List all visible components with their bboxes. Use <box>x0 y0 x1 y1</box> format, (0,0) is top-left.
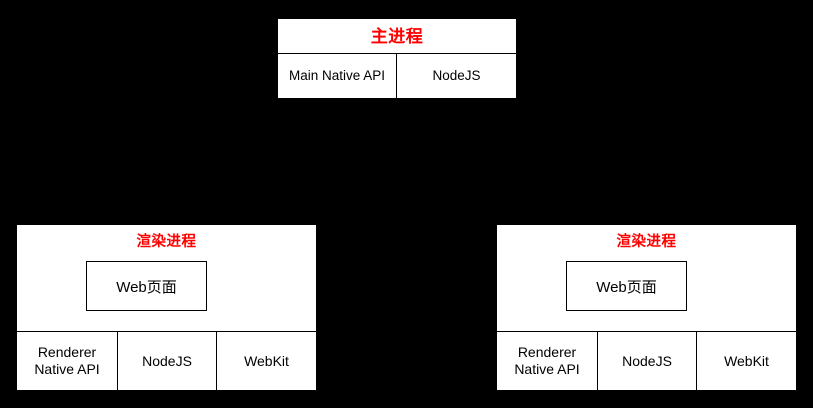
module-right-renderer-native-api-label: Renderer Native API <box>514 344 579 377</box>
renderer-process-box-left: 渲染进程 Web页面 Renderer Native API NodeJS We… <box>16 224 317 391</box>
renderer-right-module-row: Renderer Native API NodeJS WebKit <box>497 332 796 390</box>
module-left-nodejs-label: NodeJS <box>142 352 192 369</box>
module-left-renderer-native-api: Renderer Native API <box>17 332 117 390</box>
module-left-webkit: WebKit <box>216 332 316 390</box>
renderer-left-webpage-box: Web页面 <box>86 261 207 311</box>
renderer-right-webpage-label: Web页面 <box>596 278 657 296</box>
renderer-left-title: 渲染进程 <box>136 234 197 250</box>
main-process-box: 主进程 Main Native API NodeJS <box>277 18 517 99</box>
renderer-left-module-row: Renderer Native API NodeJS WebKit <box>17 332 316 390</box>
main-process-module-row: Main Native API NodeJS <box>278 54 516 98</box>
module-right-webkit-label: WebKit <box>724 352 769 369</box>
module-right-nodejs: NodeJS <box>597 332 696 390</box>
renderer-left-upper-section: 渲染进程 Web页面 <box>17 225 316 332</box>
renderer-right-upper-section: 渲染进程 Web页面 <box>497 225 796 332</box>
module-right-renderer-native-api-line2: Native API <box>514 361 580 377</box>
module-left-renderer-native-api-label: Renderer Native API <box>34 344 99 377</box>
renderer-right-title: 渲染进程 <box>616 234 677 250</box>
module-main-nodejs-label: NodeJS <box>432 68 481 84</box>
renderer-process-box-right: 渲染进程 Web页面 Renderer Native API NodeJS We… <box>496 224 797 391</box>
module-right-webkit: WebKit <box>696 332 796 390</box>
module-right-renderer-native-api: Renderer Native API <box>497 332 597 390</box>
renderer-left-webpage-label: Web页面 <box>116 278 177 296</box>
module-main-nodejs: NodeJS <box>396 54 516 98</box>
module-right-renderer-native-api-line1: Renderer <box>517 344 577 361</box>
module-main-native-api-label: Main Native API <box>288 68 386 84</box>
module-left-webkit-label: WebKit <box>244 352 289 369</box>
module-main-native-api: Main Native API <box>278 54 396 98</box>
main-process-title: 主进程 <box>370 26 424 46</box>
module-left-renderer-native-api-line2: Native API <box>34 361 100 377</box>
module-right-nodejs-label: NodeJS <box>622 352 672 369</box>
module-left-renderer-native-api-line1: Renderer <box>37 344 97 361</box>
main-process-title-row: 主进程 <box>278 19 516 54</box>
renderer-right-webpage-box: Web页面 <box>566 261 687 311</box>
module-left-nodejs: NodeJS <box>117 332 216 390</box>
